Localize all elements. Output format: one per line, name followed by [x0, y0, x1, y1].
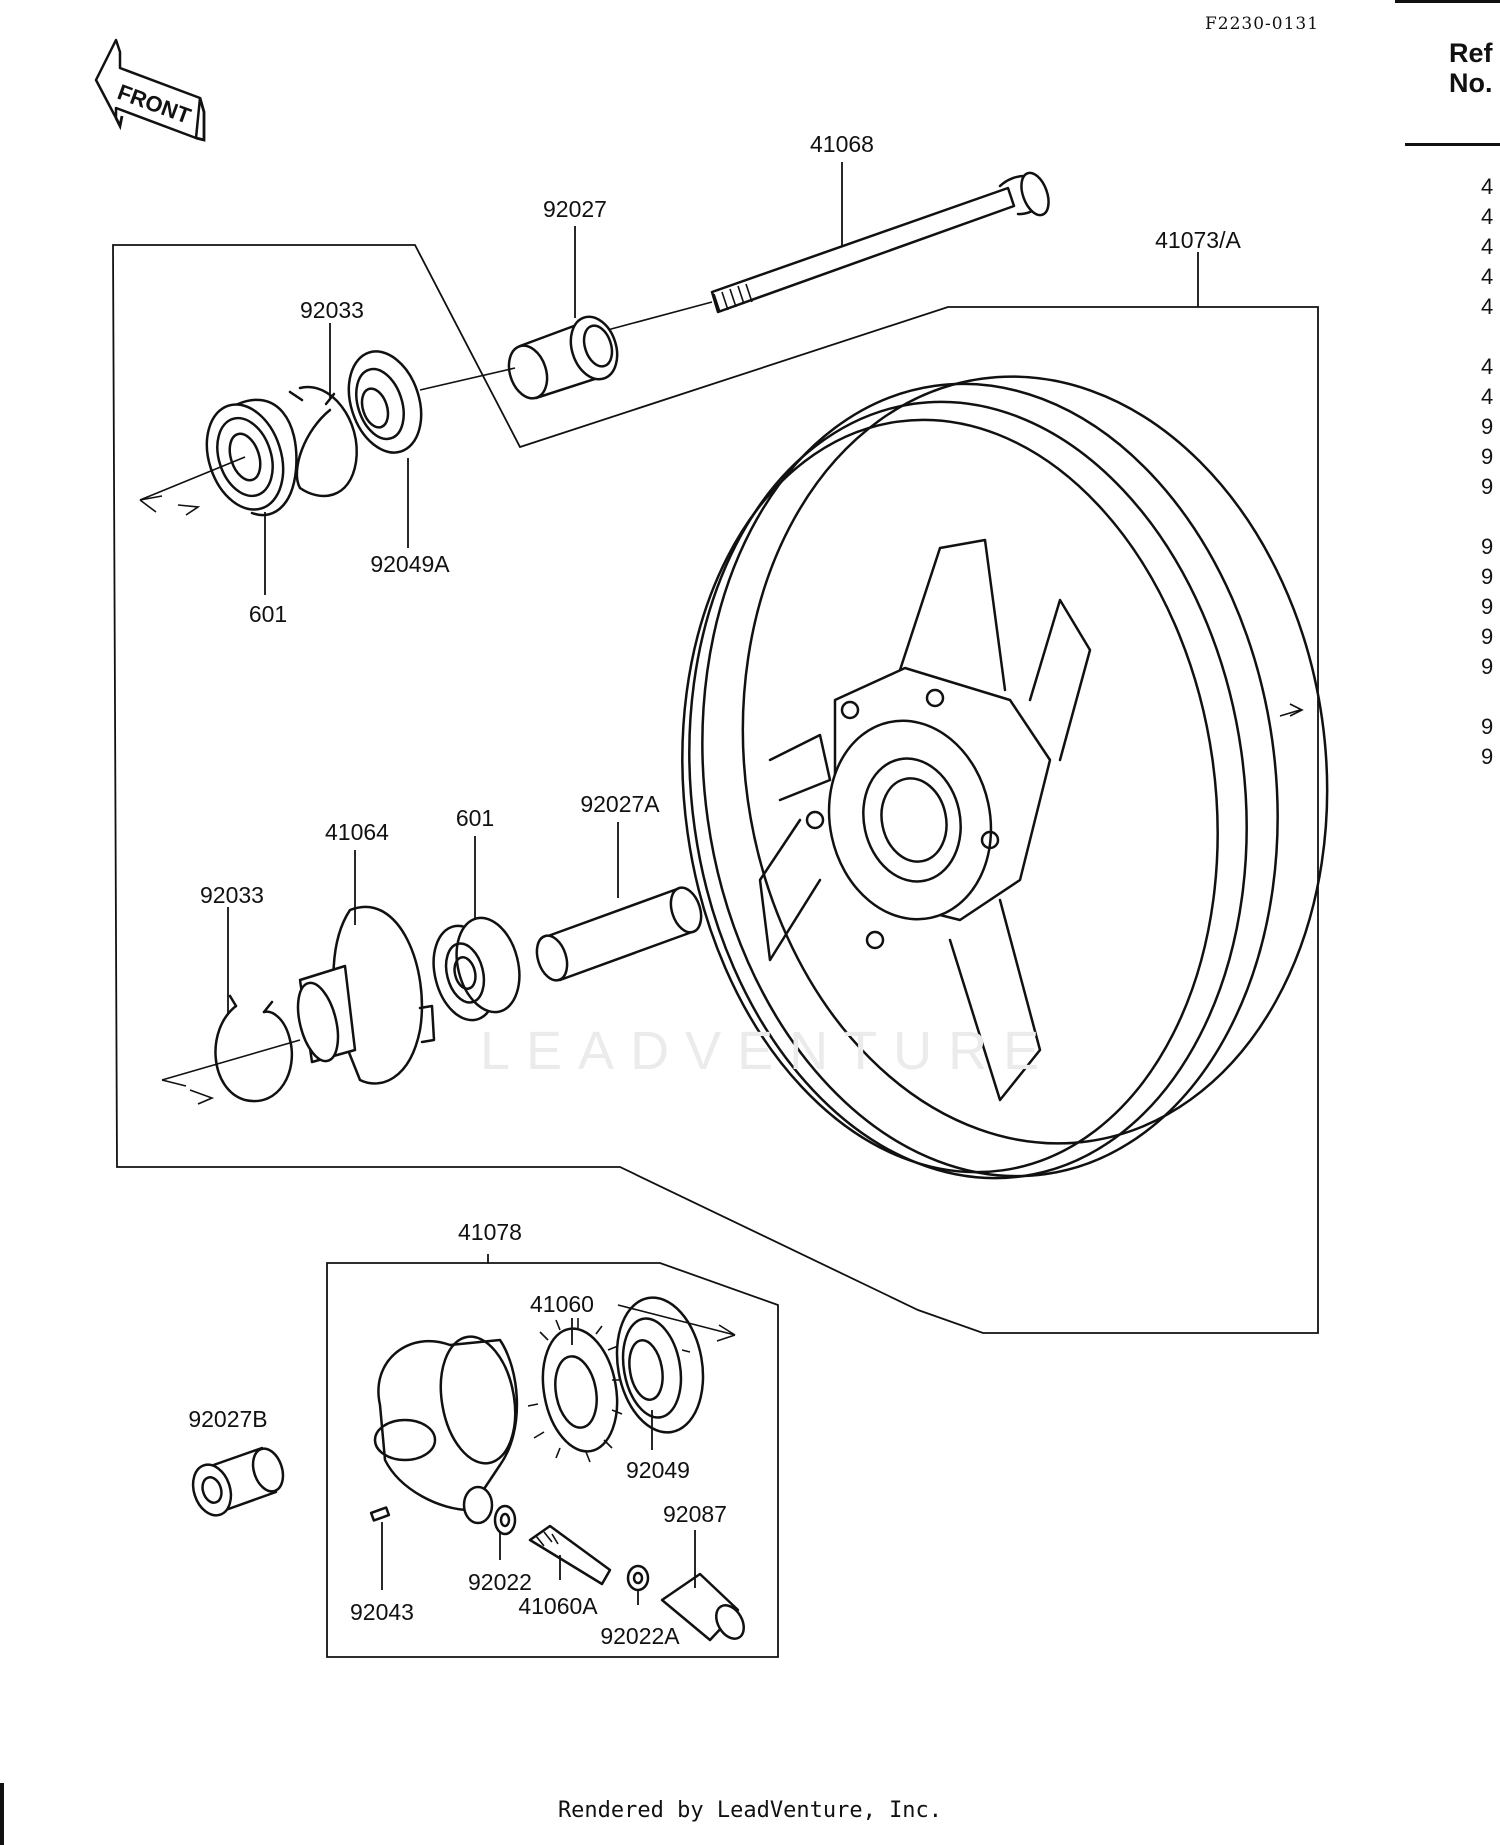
- callout-601-top: 601: [249, 601, 287, 627]
- ref-item: 9: [1481, 444, 1494, 469]
- ref-item: 4: [1481, 354, 1494, 379]
- washer-92022-part: [493, 1504, 517, 1536]
- washer-92022A-part: [626, 1564, 650, 1592]
- leader-lines: [227, 162, 1199, 1605]
- gear-41060-part: [527, 1318, 623, 1463]
- ref-header-line2: No.: [1449, 68, 1493, 98]
- ref-item: 9: [1481, 594, 1494, 619]
- assembly-outline-main: [112, 244, 1319, 1334]
- ref-item: 4: [1481, 234, 1494, 259]
- direction-arrow-speedo: [617, 1304, 736, 1353]
- axle-part: [599, 171, 1050, 333]
- direction-arrow-wheel: [1279, 703, 1304, 717]
- callout-92033-bottom: 92033: [200, 882, 264, 908]
- document-code: F2230-0131: [1205, 14, 1320, 34]
- ref-item: 9: [1481, 624, 1494, 649]
- callout-92027A: 92027A: [580, 791, 660, 817]
- ref-item: 9: [1481, 744, 1494, 769]
- ref-column-header: Ref No.: [1449, 38, 1493, 98]
- bearing-601-top-part: [205, 398, 298, 517]
- page-edge-mark: [0, 1783, 4, 1845]
- callout-41068: 41068: [810, 131, 874, 157]
- callout-41060: 41060: [530, 1291, 594, 1317]
- pin-92043-part: [369, 1506, 391, 1522]
- ref-item: 4: [1481, 204, 1494, 229]
- ref-item: 4: [1481, 294, 1494, 319]
- direction-arrow-mid: [161, 1039, 301, 1105]
- seal-92049-part: [615, 1296, 705, 1434]
- wheel-41073A-part: [681, 375, 1329, 1180]
- callout-92022A: 92022A: [600, 1623, 680, 1649]
- ref-item: 9: [1481, 474, 1494, 499]
- pinion-41060A-part: [528, 1524, 612, 1586]
- ref-item: 9: [1481, 714, 1494, 739]
- footer-credit: Rendered by LeadVenture, Inc.: [557, 1798, 943, 1823]
- circlip-92033-bottom-part: [214, 994, 294, 1103]
- callout-41073A: 41073/A: [1155, 227, 1241, 253]
- ref-item: 9: [1481, 654, 1494, 679]
- callout-92087: 92087: [663, 1501, 727, 1527]
- callout-92043: 92043: [350, 1599, 414, 1625]
- direction-arrow-top: [139, 456, 246, 516]
- callout-92022: 92022: [468, 1569, 532, 1595]
- callout-92033-top: 92033: [300, 297, 364, 323]
- callout-41078: 41078: [458, 1219, 522, 1245]
- ref-item: 9: [1481, 414, 1494, 439]
- assembly-outline-speedo: [326, 1262, 779, 1658]
- callout-601-mid: 601: [456, 805, 494, 831]
- seal-92049A-part: [347, 350, 423, 454]
- ref-header-line1: Ref: [1449, 38, 1493, 68]
- bushing-92087-part: [660, 1572, 745, 1642]
- bearing-601-mid-part: [432, 916, 521, 1022]
- gear-plate-41064-part: [296, 905, 436, 1085]
- callout-92027: 92027: [543, 196, 607, 222]
- watermark-text: LEADVENTURE: [480, 1021, 1056, 1081]
- callout-92049: 92049: [626, 1457, 690, 1483]
- ref-item: 9: [1481, 564, 1494, 589]
- callout-41064: 41064: [325, 819, 389, 845]
- ref-item: 4: [1481, 174, 1494, 199]
- ref-item: 4: [1481, 264, 1494, 289]
- ref-item: 4: [1481, 384, 1494, 409]
- reference-column: Ref No. 4 4 4 4 4 4 4 9 9 9 9 9 9 9 9 9 …: [1395, 0, 1500, 780]
- callout-92027B: 92027B: [188, 1406, 267, 1432]
- collar-92027-part: [419, 315, 619, 400]
- callout-92049A: 92049A: [370, 551, 450, 577]
- ref-column-header-rule: [1405, 143, 1500, 146]
- collar-92027B-part: [191, 1446, 285, 1517]
- callout-41060A: 41060A: [518, 1593, 598, 1619]
- gear-housing-41078-part: [373, 1335, 519, 1525]
- collar-92027A-part: [535, 886, 703, 982]
- ref-column-top-rule: [1395, 0, 1500, 3]
- front-arrow-icon: FRONT: [94, 38, 206, 142]
- circlip-92033-top-part: [288, 385, 358, 498]
- ref-item: 9: [1481, 534, 1494, 559]
